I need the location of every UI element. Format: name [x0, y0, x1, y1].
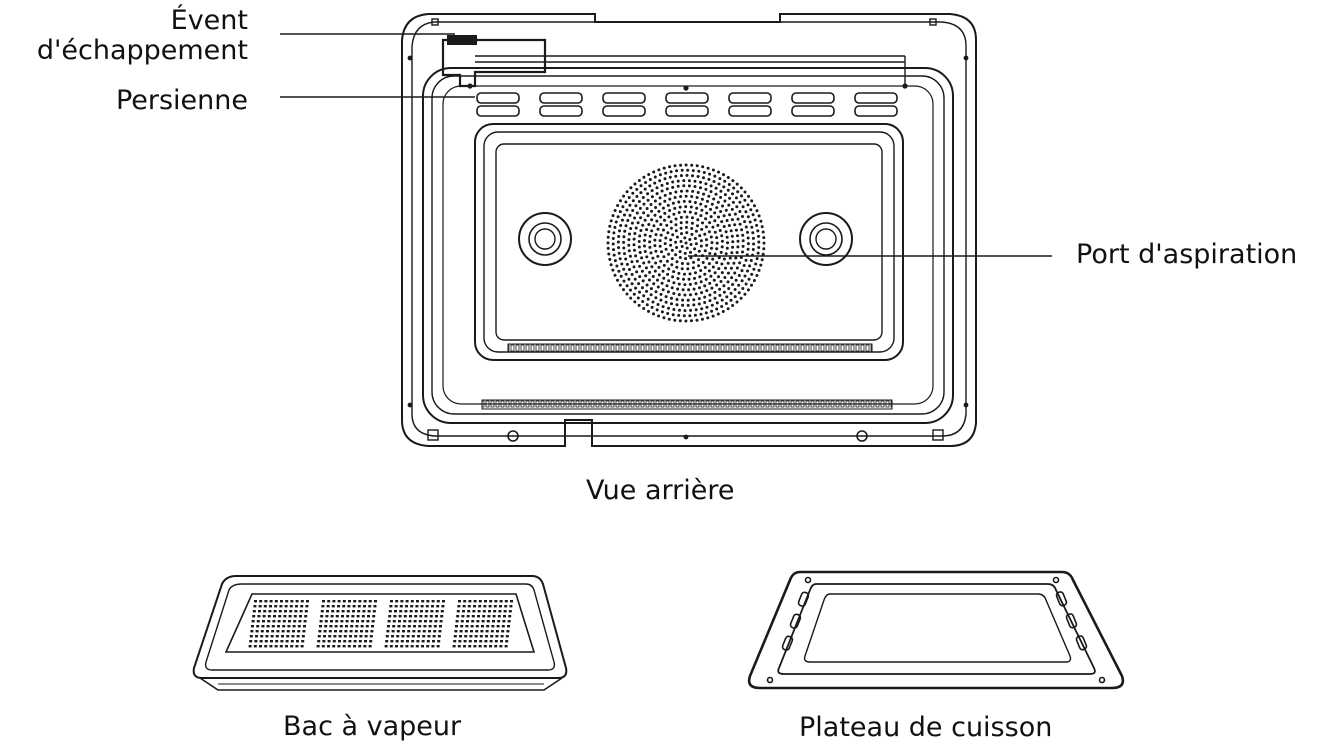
intake-port-label: Port d'aspiration: [1076, 239, 1298, 270]
baking-tray: [747, 570, 1125, 690]
cavity-panel-mid: [483, 131, 895, 353]
steam-tray-caption: Bac à vapeur: [283, 711, 462, 742]
exhaust-vent-label-line1: Évent: [170, 5, 248, 36]
rear-view-caption: Vue arrière: [586, 475, 735, 506]
inner-frame-3: [442, 85, 934, 405]
rear-panel-outline: [401, 13, 977, 447]
screw-dots: [407, 55, 969, 440]
frame-bottom-strip: [481, 399, 893, 410]
steam-tray-perforations: [248, 600, 513, 648]
left-port-outer: [518, 212, 572, 266]
baking-tray-caption: Plateau de cuisson: [799, 712, 1053, 743]
right-port-outer: [799, 212, 853, 266]
baking-tray-slots: [766, 576, 1106, 684]
exhaust-vent-label-line2: d'échappement: [36, 35, 248, 66]
cavity-panel-outer: [474, 123, 904, 361]
inner-frame-2: [431, 75, 945, 415]
exhaust-vent-cap: [447, 35, 477, 45]
cavity-bottom-strip: [507, 343, 873, 353]
louvers: [476, 92, 898, 117]
inner-frame: [422, 67, 954, 424]
louver-label: Persienne: [115, 85, 248, 116]
exhaust-vent-label: Évent d'échappement: [37, 6, 248, 66]
exhaust-vent: [441, 38, 547, 88]
cavity-panel-inner: [495, 143, 883, 341]
intake-port-grille: [606, 163, 766, 323]
rear-panel-inner-outline: [411, 21, 967, 437]
oven-rear-view: [401, 13, 977, 447]
steam-tray: [192, 575, 568, 691]
